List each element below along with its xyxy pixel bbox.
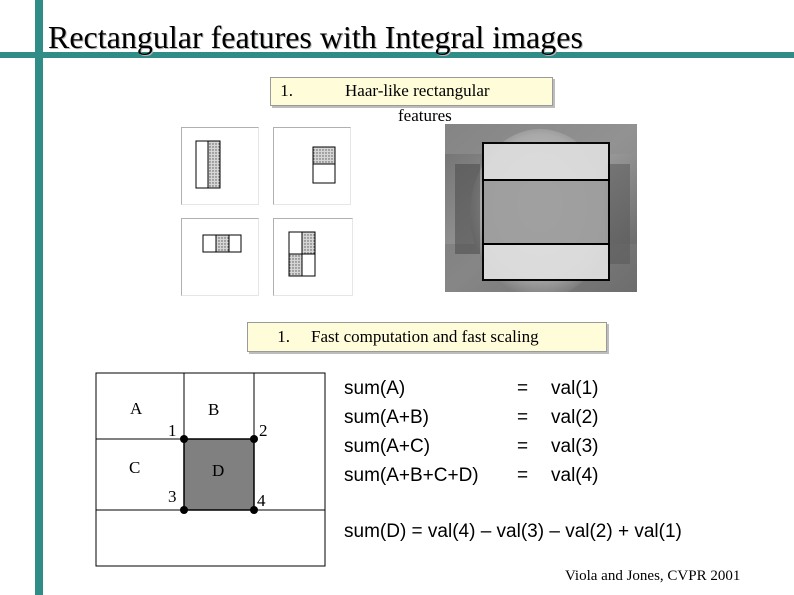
region-label-b: B [208,400,220,419]
haar-two-rect-vertical-icon [195,140,221,189]
label-box-fast-computation: 1. Fast computation and fast scaling [247,322,607,352]
label-box-haar-number: 1. [280,81,293,100]
equation-lhs: sum(A+C) [344,436,431,457]
region-label-d: D [212,461,225,480]
integral-image-diagram [95,372,326,567]
corner-label-3: 3 [168,487,177,506]
equation-eq: = [517,378,529,399]
equation-lhs: sum(A+B) [344,407,429,428]
corner-point-4 [250,506,258,514]
equation-lhs: sum(A+B+C+D) [344,465,479,486]
equation-eq: = [517,436,529,457]
haar-feature-panel-1 [181,127,259,205]
corner-point-1 [180,435,188,443]
face-photo-with-feature-overlay [445,124,637,292]
equation-row-4: sum(A+B+C+D) [344,465,479,487]
corner-label-1: 1 [168,421,177,440]
corner-label-2: 2 [259,421,268,440]
equation-rhs: val(2) [551,407,599,428]
region-label-a: A [130,399,143,418]
haar-feature-panel-4 [273,218,353,296]
label-box-haar-line1: Haar-like rectangular [345,81,490,100]
equation-lhs: sum(A) [344,378,406,399]
label-box-haar-features: 1. Haar-like rectangular [270,77,553,106]
haar-feature-panel-3 [181,218,259,296]
equation-eq: = [517,465,529,486]
equation-row-3: sum(A+C) [344,436,430,458]
label-box-fast-number: 1. [277,327,290,346]
corner-label-4: 4 [257,491,266,510]
haar-three-rect-icon [202,234,242,253]
slide-title: Rectangular features with Integral image… [48,19,583,55]
equation-row-2: sum(A+B) [344,407,429,429]
haar-two-rect-horizontal-icon [312,146,336,184]
haar-feature-panel-2 [273,127,351,205]
haar-four-rect-icon [288,231,316,277]
equation-row-1: sum(A) [344,378,405,400]
label-box-fast-text: Fast computation and fast scaling [311,327,539,346]
corner-point-3 [180,506,188,514]
equation-eq: = [517,407,529,428]
equation-rhs: val(4) [551,465,599,486]
region-label-c: C [129,458,141,477]
slide-frame-vertical-bar [35,0,43,595]
corner-point-2 [250,435,258,443]
difference-formula: sum(D) = val(4) – val(3) – val(2) + val(… [344,521,682,542]
equation-rhs: val(1) [551,378,599,399]
equation-rhs: val(3) [551,436,599,457]
slide-frame-horizontal-bar [0,52,794,58]
label-box-haar-line2: features [398,106,452,125]
citation-credit: Viola and Jones, CVPR 2001 [565,568,741,584]
